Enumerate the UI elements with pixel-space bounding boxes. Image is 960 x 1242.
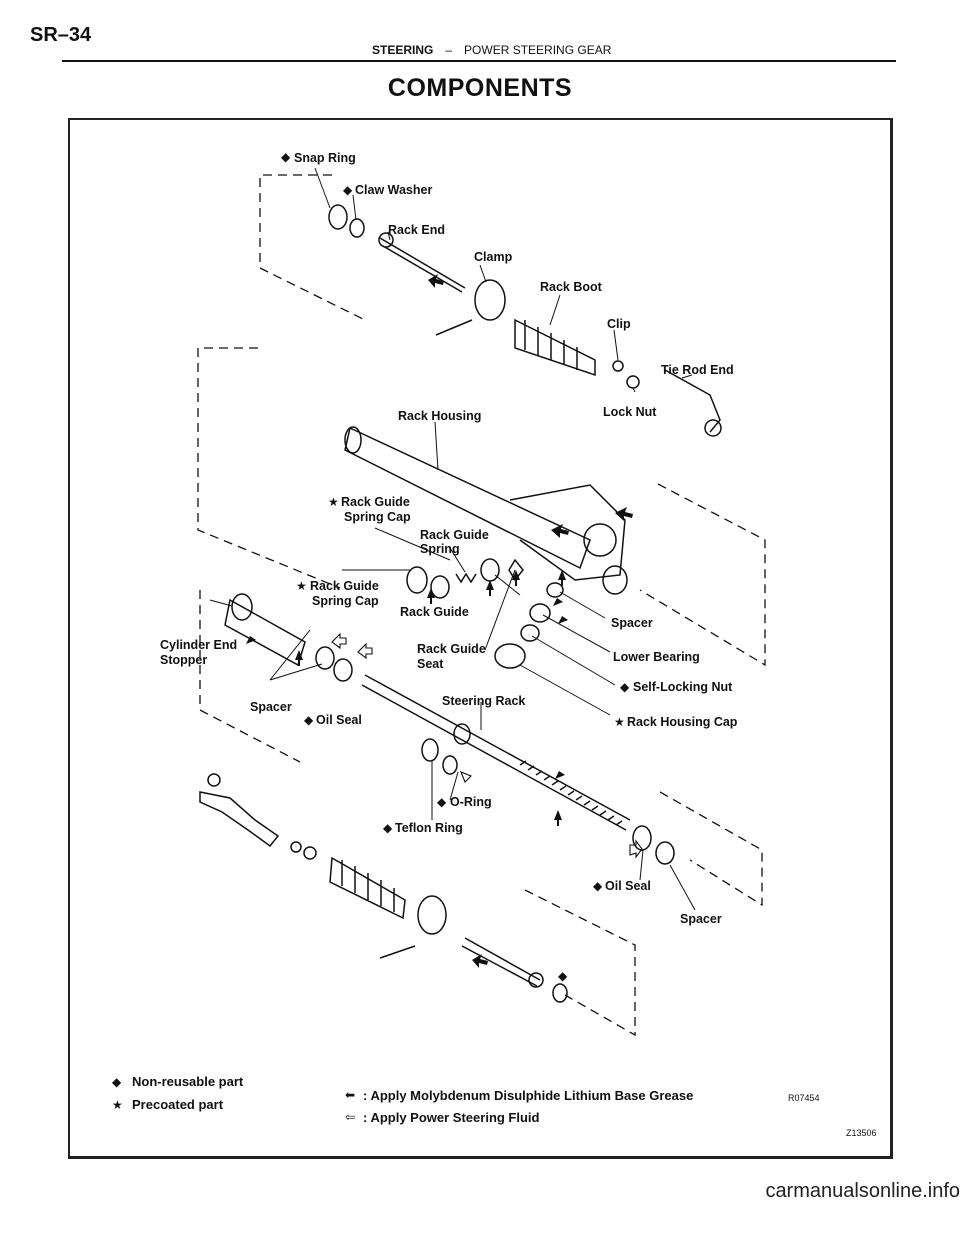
rack-housing-part — [344, 426, 628, 595]
label-lock-nut: Lock Nut — [603, 405, 657, 419]
snap-ring-part — [328, 204, 348, 230]
label-rack-boot: Rack Boot — [540, 280, 603, 294]
label-cylinder-end-stopper-2: Stopper — [160, 653, 207, 667]
label-spacer-right: Spacer — [611, 616, 653, 630]
non-reusable-mark: ◆ — [281, 150, 291, 164]
teflon-ring-part — [421, 738, 439, 762]
clip-part — [612, 360, 624, 372]
label-spacer-left: Spacer — [250, 700, 292, 714]
label-rack-housing: Rack Housing — [398, 409, 481, 423]
label-rack-guide-spring-cap-upper-2: Spring Cap — [344, 510, 411, 524]
non-reusable-mark: ◆ — [437, 795, 447, 809]
header-rule — [62, 60, 896, 62]
legend: ◆ Non-reusable part ★ Precoated part ⬅ :… — [112, 1074, 877, 1138]
separator: – — [445, 43, 453, 57]
label-rack-guide-spring-cap-lower-2: Spring Cap — [312, 594, 379, 608]
dashed-outline — [197, 174, 766, 1037]
non-reusable-mark: ◆ — [620, 680, 630, 694]
label-o-ring: O-Ring — [450, 795, 492, 809]
components-diagram: ◆ Snap Ring ◆ Claw Washer Rack End Clamp… — [112, 150, 877, 1138]
label-rack-guide-spring-cap-upper-1: Rack Guide — [341, 495, 410, 509]
part-labels: ◆ Snap Ring ◆ Claw Washer Rack End Clamp… — [160, 150, 738, 983]
label-rack-guide-spring-cap-lower-1: Rack Guide — [310, 579, 379, 593]
oil-seal-right-part — [632, 825, 652, 851]
rack-guide-spring-part — [455, 572, 477, 584]
label-clip: Clip — [607, 317, 631, 331]
lower-bearing-part — [529, 603, 551, 623]
rack-end-part — [379, 237, 466, 293]
tie-rod-end-lower-part — [199, 773, 280, 848]
non-reusable-mark: ◆ — [383, 821, 393, 835]
label-snap-ring: Snap Ring — [294, 151, 356, 165]
label-spacer-bottom: Spacer — [680, 912, 722, 926]
corner-code: Z13506 — [846, 1128, 877, 1138]
page-code: SR–34 — [30, 24, 92, 46]
label-rack-guide-seat-1: Rack Guide — [417, 642, 486, 656]
legend-fluid-mark: ⇦ — [345, 1110, 355, 1124]
label-rack-end: Rack End — [388, 223, 445, 237]
label-oil-seal-right: Oil Seal — [605, 879, 651, 893]
figure-frame — [68, 118, 893, 1159]
clamp-lower-part — [417, 895, 447, 935]
precoated-mark: ★ — [614, 715, 625, 729]
lock-nut-part — [626, 375, 640, 389]
precoated-mark: ★ — [328, 495, 339, 509]
spacer-part — [546, 582, 564, 598]
legend-precoated-mark: ★ — [112, 1098, 123, 1112]
running-head: STEERING–POWER STEERING GEAR — [372, 43, 611, 57]
clamp-part — [474, 279, 506, 321]
claw-washer-part — [349, 218, 365, 238]
label-steering-rack: Steering Rack — [442, 694, 525, 708]
page-title: COMPONENTS — [387, 74, 573, 102]
self-locking-nut-part — [520, 624, 540, 642]
label-rack-guide-seat-2: Seat — [417, 657, 444, 671]
tie-rod-end-part — [664, 369, 721, 433]
footer-watermark: carmanualsonline.info — [765, 1180, 960, 1202]
label-oil-seal-left: Oil Seal — [316, 713, 362, 727]
legend-non-reusable-mark: ◆ — [112, 1075, 122, 1089]
legend-grease-mark: ⬅ — [345, 1088, 355, 1102]
subsection-name: POWER STEERING GEAR — [464, 43, 612, 57]
rack-boot-part — [514, 318, 596, 377]
rack-guide-part — [430, 575, 450, 599]
non-reusable-mark: ◆ — [558, 969, 568, 983]
spacer-bottom-part — [655, 841, 675, 865]
label-cylinder-end-stopper-1: Cylinder End — [160, 638, 237, 652]
legend-grease: : Apply Molybdenum Disulphide Lithium Ba… — [363, 1088, 693, 1103]
non-reusable-mark: ◆ — [343, 183, 353, 197]
label-rack-housing-cap: Rack Housing Cap — [627, 715, 738, 729]
o-ring-part — [442, 755, 458, 775]
legend-precoated: Precoated part — [132, 1097, 224, 1112]
label-claw-washer: Claw Washer — [355, 183, 432, 197]
label-rack-guide-spring-2: Spring — [420, 542, 460, 556]
label-rack-guide-spring-1: Rack Guide — [420, 528, 489, 542]
label-rack-guide: Rack Guide — [400, 605, 469, 619]
rack-boot-lower-part — [329, 856, 406, 920]
non-reusable-mark: ◆ — [304, 713, 314, 727]
rack-housing-cap-part — [494, 643, 526, 669]
label-tie-rod-end: Tie Rod End — [661, 363, 734, 377]
legend-fluid: : Apply Power Steering Fluid — [363, 1110, 540, 1125]
label-lower-bearing: Lower Bearing — [613, 650, 700, 664]
label-clamp: Clamp — [474, 250, 513, 264]
label-teflon-ring: Teflon Ring — [395, 821, 463, 835]
spacer-left-part — [315, 646, 335, 670]
legend-non-reusable: Non-reusable part — [132, 1074, 244, 1089]
rack-end-lower-part — [461, 937, 541, 987]
section-name: STEERING — [372, 43, 434, 57]
cylinder-end-stopper-part — [224, 598, 306, 667]
oil-seal-left-part — [333, 658, 353, 682]
precoated-mark: ★ — [296, 579, 307, 593]
steering-rack-part — [361, 674, 631, 831]
figure-code: R07454 — [788, 1093, 820, 1103]
rack-guide-spring-cap-part — [406, 566, 428, 594]
non-reusable-mark: ◆ — [593, 879, 603, 893]
label-self-locking-nut: Self-Locking Nut — [633, 680, 733, 694]
